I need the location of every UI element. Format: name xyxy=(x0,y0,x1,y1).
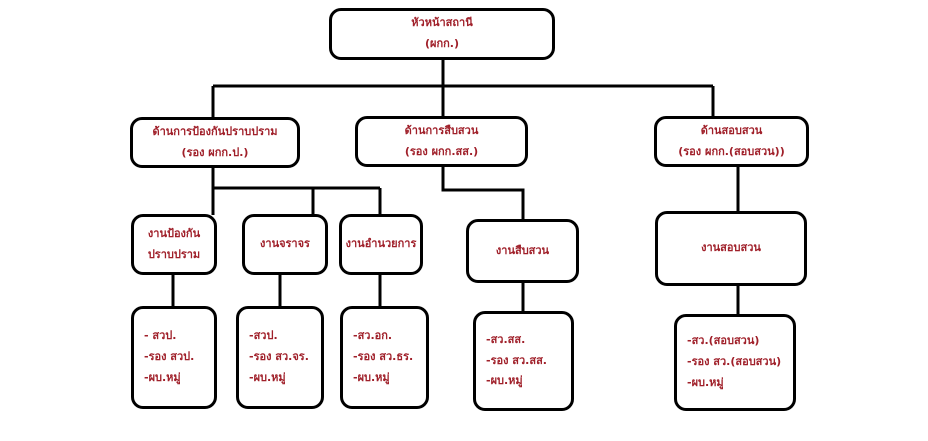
division-node-inquiry: ด้านสอบสวน (รอง ผกก.(สอบสวน)) xyxy=(654,116,809,167)
division-subtitle: (รอง ผกก.สส.) xyxy=(404,144,479,158)
root-subtitle: (ผกก.) xyxy=(425,37,459,50)
staff-line: -ผบ.หมู่ xyxy=(486,374,523,388)
staff-line: -ผบ.หมู่ xyxy=(144,370,181,384)
unit-label-line: งานสอบสวน xyxy=(701,241,761,255)
division-subtitle: (รอง ผกก.ป.) xyxy=(181,145,249,159)
staff-node-investigation: -สว.สส. -รอง สว.สส. -ผบ.หมู่ xyxy=(473,311,574,411)
root-title: หัวหน้าสถานี xyxy=(411,16,473,30)
staff-line: -รอง สว.(สอบสวน) xyxy=(687,355,782,369)
staff-node-traffic: -สวป. -รอง สว.จร. -ผบ.หมู่ xyxy=(236,306,324,409)
division-node-investigation: ด้านการสืบสวน (รอง ผกก.สส.) xyxy=(355,116,528,167)
division-node-prevention: ด้านการป้องกันปราบปราม (รอง ผกก.ป.) xyxy=(130,117,300,168)
staff-line: -สว.อก. xyxy=(353,329,393,343)
unit-node-prevention: งานป้องกัน ปราบปราม xyxy=(131,214,217,275)
unit-label-line: ปราบปราม xyxy=(147,247,201,261)
staff-line: -สว.สส. xyxy=(486,332,526,346)
connector-division-2-to-unit-4 xyxy=(441,165,525,220)
unit-label-line: งานป้องกัน xyxy=(147,226,201,240)
staff-line: - สวป. xyxy=(144,329,177,343)
division-title: ด้านการป้องกันปราบปราม xyxy=(152,124,278,138)
staff-line: -ผบ.หมู่ xyxy=(687,375,724,389)
division-title: ด้านสอบสวน xyxy=(700,123,763,137)
unit-node-inquiry: งานสอบสวน xyxy=(655,211,807,286)
unit-label-line: งานจราจร xyxy=(260,237,310,251)
staff-line: -ผบ.หมู่ xyxy=(249,370,286,384)
staff-line: -รอง สว.ธร. xyxy=(353,350,414,364)
staff-node-inquiry: -สว.(สอบสวน) -รอง สว.(สอบสวน) -ผบ.หมู่ xyxy=(674,314,796,411)
staff-node-administration: -สว.อก. -รอง สว.ธร. -ผบ.หมู่ xyxy=(340,306,429,409)
unit-node-investigation: งานสืบสวน xyxy=(466,219,579,283)
staff-line: -สว.(สอบสวน) xyxy=(687,334,760,348)
staff-line: -รอง สว.สส. xyxy=(486,353,547,367)
unit-node-traffic: งานจราจร xyxy=(242,214,328,275)
division-subtitle: (รอง ผกก.(สอบสวน)) xyxy=(678,144,785,158)
staff-line: -สวป. xyxy=(249,329,278,343)
staff-line: -ผบ.หมู่ xyxy=(353,370,390,384)
unit-node-administration: งานอำนวยการ xyxy=(339,214,423,275)
division-title: ด้านการสืบสวน xyxy=(404,123,479,137)
staff-node-prevention: - สวป. -รอง สวป. -ผบ.หมู่ xyxy=(131,306,217,409)
unit-label-line: งานสืบสวน xyxy=(495,243,550,257)
staff-line: -รอง สวป. xyxy=(144,350,195,364)
unit-label-line: งานอำนวยการ xyxy=(345,237,417,251)
staff-line: -รอง สว.จร. xyxy=(249,350,309,364)
root-node-station-head: หัวหน้าสถานี (ผกก.) xyxy=(329,8,555,60)
